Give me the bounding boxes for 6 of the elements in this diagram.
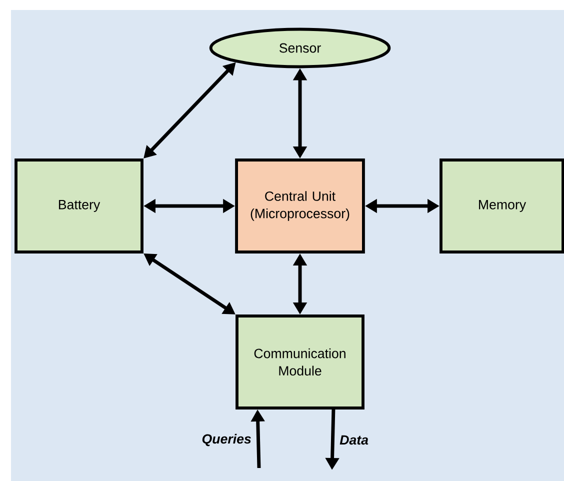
edge-label: Data (340, 435, 368, 445)
module-box: Communication Module (236, 314, 364, 410)
edge-label: Queries (202, 434, 251, 446)
block-box: Memory (440, 158, 564, 254)
block-box: Battery (14, 158, 144, 254)
processor-box: Central Unit (Microprocessor) (235, 158, 365, 254)
